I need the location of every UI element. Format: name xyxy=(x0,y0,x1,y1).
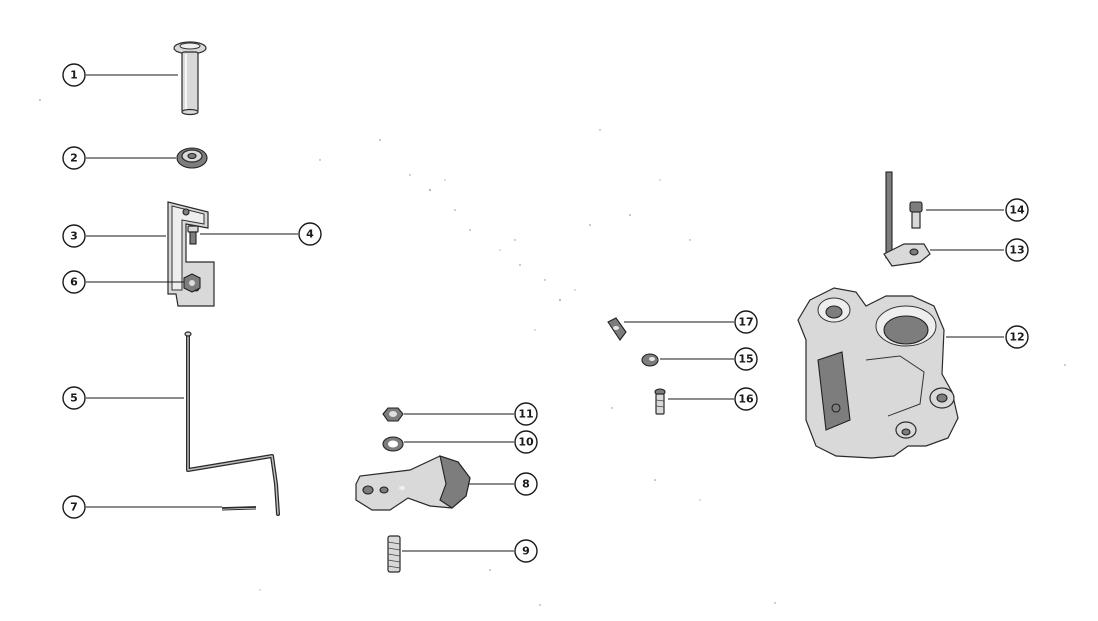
callout-15-label: 15 xyxy=(738,353,753,366)
part-5-rod xyxy=(184,331,280,516)
leader-lines xyxy=(86,74,1004,552)
callout-17: 17 xyxy=(734,310,758,334)
scan-noise xyxy=(39,99,1066,606)
part-10-washer xyxy=(382,436,404,452)
callout-5: 5 xyxy=(62,386,86,410)
callout-14: 14 xyxy=(1005,198,1029,222)
callout-12-label: 12 xyxy=(1009,331,1024,344)
callout-16-label: 16 xyxy=(738,393,754,406)
callout-6: 6 xyxy=(62,270,86,294)
callout-2: 2 xyxy=(62,146,86,170)
part-7-cotter-pin xyxy=(221,506,257,511)
callout-13: 13 xyxy=(1005,238,1029,262)
part-6-nut xyxy=(183,273,201,293)
callout-7-label: 7 xyxy=(70,501,78,514)
callouts: 1 2 3 4 5 6 7 8 9 10 11 12 13 14 15 16 1… xyxy=(62,63,1029,563)
callout-1-label: 1 xyxy=(70,69,78,82)
part-9-stud xyxy=(387,535,401,573)
callout-11: 11 xyxy=(514,402,538,426)
callout-17-label: 17 xyxy=(738,316,753,329)
callout-4: 4 xyxy=(298,222,322,246)
callout-1: 1 xyxy=(62,63,86,87)
part-4-screw xyxy=(187,225,199,245)
part-16-screw xyxy=(654,388,666,415)
part-8-lever xyxy=(355,455,471,511)
callout-16: 16 xyxy=(734,387,758,411)
part-11-nut xyxy=(382,407,404,422)
callout-8-label: 8 xyxy=(522,478,530,491)
callout-14-label: 14 xyxy=(1009,204,1025,217)
callout-7: 7 xyxy=(62,495,86,519)
callout-10: 10 xyxy=(514,430,538,454)
part-1-pin xyxy=(173,41,207,116)
callout-12: 12 xyxy=(1005,325,1029,349)
part-2-grommet xyxy=(176,147,208,169)
callout-3-label: 3 xyxy=(70,230,78,243)
part-12-carburetor-body xyxy=(797,287,959,459)
part-17-fitting xyxy=(607,317,627,341)
part-14-screw xyxy=(909,201,923,229)
part-15-nut xyxy=(641,353,659,367)
callout-8: 8 xyxy=(514,472,538,496)
callout-15: 15 xyxy=(734,347,758,371)
callout-11-label: 11 xyxy=(518,408,533,421)
callout-3: 3 xyxy=(62,224,86,248)
part-3-bracket xyxy=(167,201,215,307)
callout-10-label: 10 xyxy=(518,436,534,449)
callout-4-label: 4 xyxy=(306,228,314,241)
callout-5-label: 5 xyxy=(70,392,78,405)
part-13-shaft-lever xyxy=(883,171,931,267)
callout-9: 9 xyxy=(514,539,538,563)
callout-2-label: 2 xyxy=(70,152,78,165)
callout-9-label: 9 xyxy=(522,545,530,558)
callout-13-label: 13 xyxy=(1009,244,1024,257)
callout-6-label: 6 xyxy=(70,276,78,289)
